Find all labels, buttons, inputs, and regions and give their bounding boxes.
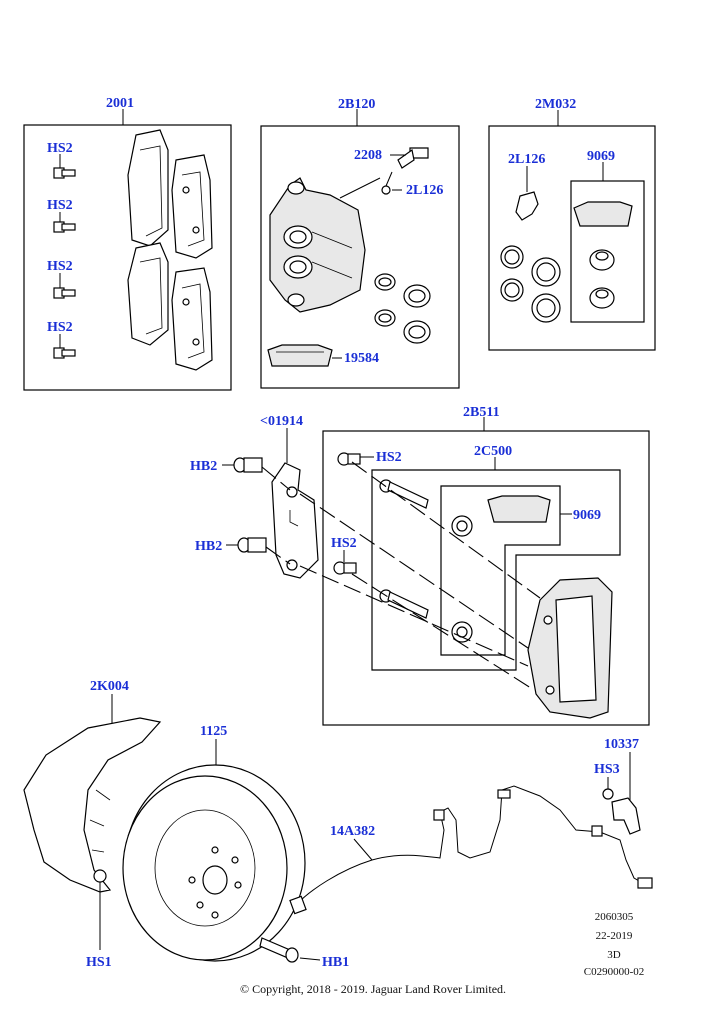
pads-kit-box <box>23 124 232 391</box>
carrier-group: 2B511 HS2 HS2 2C500 9069 <box>299 405 650 726</box>
bracket-bolt-lower[interactable] <box>237 537 267 553</box>
pads-kit-label[interactable]: 2001 <box>106 96 134 111</box>
hs1-label[interactable]: HS1 <box>86 955 112 970</box>
disc-retaining-bolt[interactable] <box>259 937 299 963</box>
bleed-screw[interactable] <box>397 147 429 169</box>
meta-line-4: C0290000-02 <box>584 966 645 978</box>
guide-pin-boot-lower[interactable] <box>451 621 473 643</box>
carrier-bolt-lower[interactable] <box>333 561 357 575</box>
bleed-cap-caliper[interactable] <box>381 171 393 195</box>
sensor-bracket-group: 10337 HS3 <box>594 737 641 835</box>
hs3-label[interactable]: HS3 <box>594 762 620 777</box>
hs2-label-e[interactable]: HS2 <box>376 450 402 465</box>
wear-sensor-label[interactable]: 14A382 <box>330 824 375 839</box>
guide-pin-upper[interactable] <box>379 479 429 509</box>
hb2-label-a[interactable]: HB2 <box>190 459 217 474</box>
guide-pin-boots-kit[interactable] <box>589 249 615 309</box>
grease-lower-box <box>440 485 561 656</box>
sensor-bracket-screw[interactable] <box>602 788 614 800</box>
grease-kit-label[interactable]: 9069 <box>587 149 615 164</box>
caliper-carrier[interactable] <box>527 577 613 719</box>
drawing-meta: 2060305 22-2019 3D C0290000-02 <box>584 911 645 978</box>
seal-kit-box <box>488 125 656 351</box>
seal-kit-label[interactable]: 2M032 <box>535 97 576 112</box>
brake-pads-group: 2001 HS2 HS2 HS2 HS2 <box>23 96 232 391</box>
sensor-bracket-label[interactable]: 10337 <box>604 737 639 752</box>
meta-line-2: 22-2019 <box>596 930 633 942</box>
bleed-cap-kit-label[interactable]: 2L126 <box>508 152 545 167</box>
meta-line-3: 3D <box>607 949 621 961</box>
grease-sachet-kit[interactable] <box>573 201 633 227</box>
hs2-label-b[interactable]: HS2 <box>47 198 73 213</box>
caliper-body[interactable] <box>269 177 366 313</box>
bracket-bolt-upper[interactable] <box>233 457 263 473</box>
bleed-cap-caliper-label[interactable]: 2L126 <box>406 183 443 198</box>
brake-pad-set-lower[interactable] <box>127 242 213 371</box>
guide-pin-lower[interactable] <box>379 589 429 619</box>
grease-sachet-lower[interactable] <box>487 495 551 523</box>
sensor-bracket[interactable] <box>611 797 641 835</box>
pad-bolt-2[interactable] <box>53 212 76 233</box>
hs2-label-a[interactable]: HS2 <box>47 141 73 156</box>
dust-shield-label[interactable]: 2K004 <box>90 679 129 694</box>
disc-label[interactable]: 1125 <box>200 724 227 739</box>
dust-shield-group: 2K004 HS1 <box>23 679 162 970</box>
copyright-text: © Copyright, 2018 - 2019. Jaguar Land Ro… <box>240 982 506 996</box>
shield-bracket[interactable] <box>271 462 319 579</box>
wear-sensor-cable[interactable] <box>289 785 653 915</box>
brake-disc[interactable] <box>122 764 306 962</box>
grease-kit-box <box>570 180 645 323</box>
shield-screw[interactable] <box>93 869 107 892</box>
bleed-cap-kit[interactable] <box>515 191 539 221</box>
grease-caliper-label[interactable]: 19584 <box>344 351 379 366</box>
bleed-screw-label[interactable]: 2208 <box>354 148 382 163</box>
caliper-label[interactable]: 2B120 <box>338 97 375 112</box>
hs2-label-d[interactable]: HS2 <box>47 320 73 335</box>
grease-sachet-caliper[interactable] <box>267 344 333 367</box>
brake-disc-group: 1125 HB1 <box>122 724 349 970</box>
pad-bolt-3[interactable] <box>53 273 76 299</box>
hs2-label-f[interactable]: HS2 <box>331 536 357 551</box>
hs2-label-c[interactable]: HS2 <box>47 259 73 274</box>
caliper-piston-seals[interactable] <box>374 273 431 344</box>
carrier-bolt-upper[interactable] <box>337 452 361 466</box>
brake-pad-set-upper[interactable] <box>127 129 213 259</box>
seal-kit-group: 2M032 2L126 9069 <box>488 97 656 351</box>
hb2-label-b[interactable]: HB2 <box>195 539 222 554</box>
guide-pin-kit-label[interactable]: 2C500 <box>474 444 512 459</box>
pad-bolt-1[interactable] <box>53 154 76 179</box>
pad-bolt-4[interactable] <box>53 334 76 359</box>
seal-kit-rings[interactable] <box>500 245 561 323</box>
shield-bracket-label[interactable]: <01914 <box>260 414 303 429</box>
meta-line-1: 2060305 <box>595 911 634 923</box>
wear-sensor-group: 14A382 <box>289 785 653 915</box>
hb1-label[interactable]: HB1 <box>322 955 349 970</box>
grease-lower-label[interactable]: 9069 <box>573 508 601 523</box>
guide-pin-kit-box <box>371 469 621 671</box>
carrier-kit-box <box>322 430 650 726</box>
caliper-group: 2B120 2208 <box>260 97 460 389</box>
caliper-box <box>260 125 460 389</box>
guide-pin-boot-upper[interactable] <box>451 515 473 537</box>
carrier-kit-label[interactable]: 2B511 <box>463 405 500 420</box>
shield-bracket-group: <01914 HB2 HB2 <box>190 414 319 579</box>
dust-shield[interactable] <box>23 717 162 893</box>
